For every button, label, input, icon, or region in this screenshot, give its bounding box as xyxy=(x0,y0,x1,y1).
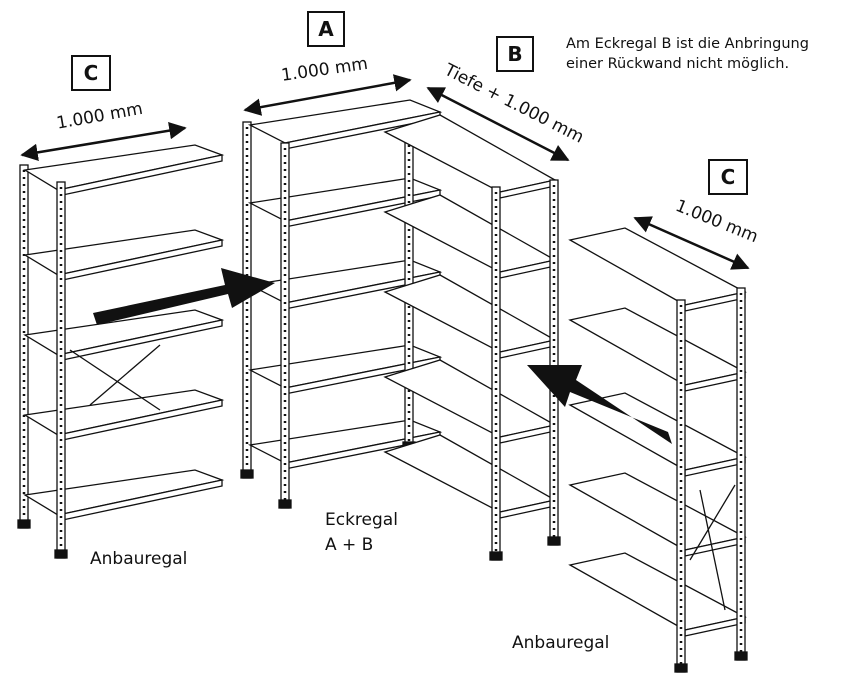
note-line-1: Am Eckregal B ist die Anbringung xyxy=(566,36,809,52)
arrow-right-to-center-icon xyxy=(527,365,672,444)
label-box-a: A xyxy=(307,11,345,47)
corner-back-post-foot xyxy=(547,536,561,546)
right-shelf-board xyxy=(568,307,747,386)
arrow-left-to-center-icon xyxy=(93,268,275,325)
label-box-c-right: C xyxy=(708,159,748,195)
right-shelf-board xyxy=(568,552,747,631)
caption-corner-line-1: Eckregal xyxy=(325,510,398,530)
right-shelf-board xyxy=(568,227,747,306)
right-cross-brace xyxy=(689,484,736,561)
corner-shelf-note: Am Eckregal B ist die Anbringung einer R… xyxy=(566,34,809,74)
caption-left-add-on-shelf: Anbauregal xyxy=(90,549,188,569)
left-cross-brace xyxy=(89,344,161,406)
label-box-b: B xyxy=(496,36,534,72)
right-cross-brace xyxy=(699,489,726,611)
right-front-post-foot xyxy=(674,663,688,673)
center-front-post-foot xyxy=(278,499,292,509)
label-box-c-left: C xyxy=(71,55,111,91)
left-back-post-foot xyxy=(17,519,31,529)
corner-shelf-b-board xyxy=(383,434,557,513)
center-back-post-foot xyxy=(240,469,254,479)
caption-corner-line-2: A + B xyxy=(325,535,374,555)
dimension-line-c-right xyxy=(633,216,750,270)
caption-corner-shelf: Eckregal A + B xyxy=(325,508,398,558)
left-front-post-foot xyxy=(54,549,68,559)
left-cross-brace xyxy=(69,349,161,411)
dimension-line-c-left xyxy=(20,121,187,162)
dimension-line-a xyxy=(243,74,412,116)
right-back-post-foot xyxy=(734,651,748,661)
caption-right-add-on-shelf: Anbauregal xyxy=(512,633,610,653)
dimension-line-b xyxy=(426,86,570,162)
note-line-2: einer Rückwand nicht möglich. xyxy=(566,56,790,72)
corner-front-post-foot xyxy=(489,551,503,561)
